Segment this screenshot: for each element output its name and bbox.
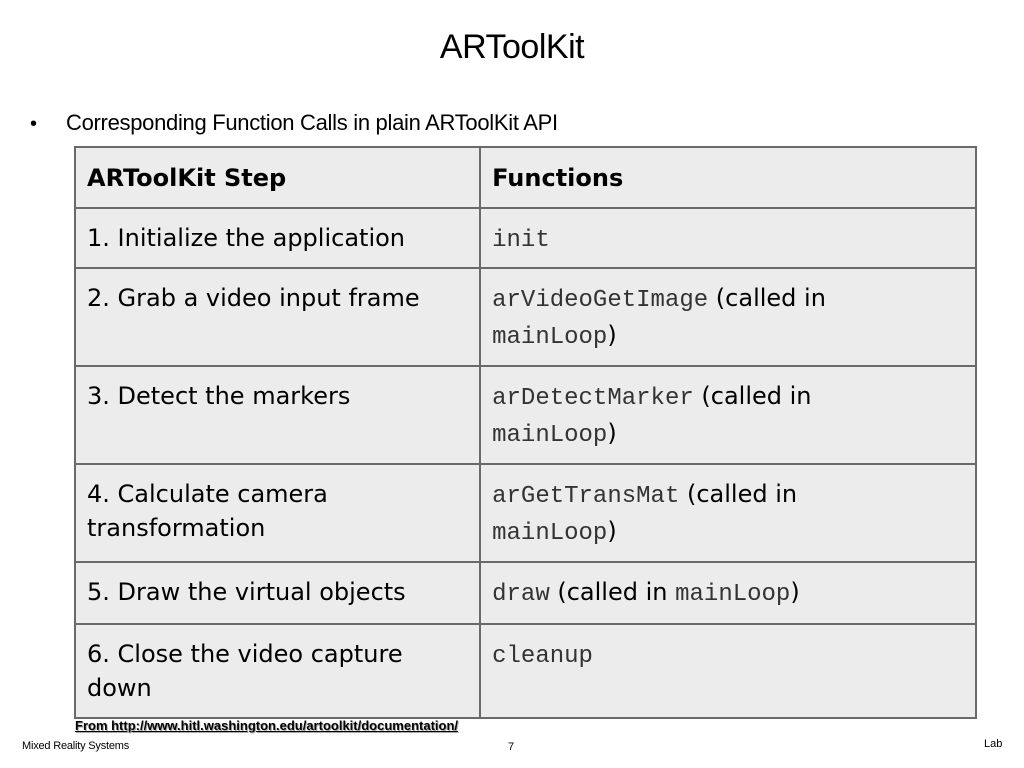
step-cell: 5. Draw the virtual objects (73, 561, 482, 625)
function-cell: draw (called in mainLoop) (479, 561, 977, 625)
step-cell: 3. Detect the markers (73, 365, 482, 465)
table-row: 5. Draw the virtual objects draw (called… (73, 561, 977, 625)
header-functions: Functions (479, 146, 977, 209)
bullet-item: • Corresponding Function Calls in plain A… (30, 110, 558, 136)
table-row: 2. Grab a video input frame arVideoGetIm… (73, 267, 977, 367)
function-cell: arDetectMarker (called in mainLoop) (479, 365, 977, 465)
called-in-text: (called in (557, 578, 668, 606)
table-row: 4. Calculate camera transformation arGet… (73, 463, 977, 563)
footer-lab: Lab (984, 738, 1003, 750)
footer-page-number: 7 (508, 741, 515, 753)
step-cell: 6. Close the video capture down (73, 623, 482, 719)
function-cell: arVideoGetImage (called in mainLoop) (479, 267, 977, 367)
function-name: draw (492, 581, 550, 608)
function-name: init (492, 227, 550, 254)
table-header-row: ARToolKit Step Functions (73, 146, 977, 209)
called-in-text: (called in (701, 382, 812, 410)
header-step: ARToolKit Step (73, 146, 482, 209)
step-cell: 4. Calculate camera transformation (73, 463, 482, 563)
function-name: arGetTransMat (492, 483, 680, 510)
function-calls-table: ARToolKit Step Functions 1. Initialize t… (73, 146, 977, 719)
loop-name: mainLoop (675, 581, 791, 608)
loop-name: mainLoop (492, 422, 608, 449)
table-row: 6. Close the video capture down cleanup (73, 623, 977, 719)
close-paren: ) (607, 321, 617, 349)
loop-name: mainLoop (492, 520, 608, 547)
bullet-dot-icon: • (30, 113, 37, 135)
function-name: arVideoGetImage (492, 287, 709, 314)
bullet-text: Corresponding Function Calls in plain AR… (66, 110, 558, 135)
step-cell: 2. Grab a video input frame (73, 267, 482, 367)
called-in-text: (called in (715, 284, 826, 312)
function-cell: arGetTransMat (called in mainLoop) (479, 463, 977, 563)
loop-name: mainLoop (492, 324, 608, 351)
function-name: arDetectMarker (492, 385, 694, 412)
slide-title: ARToolKit (439, 28, 585, 66)
called-in-text: (called in (686, 480, 798, 508)
footer-course-name: Mixed Reality Systems (22, 740, 130, 752)
function-cell: init (479, 207, 977, 269)
close-paren: ) (790, 578, 800, 606)
step-cell: 1. Initialize the application (73, 207, 482, 269)
function-name: cleanup (492, 643, 593, 670)
function-cell: cleanup (479, 623, 977, 719)
table-row: 3. Detect the markers arDetectMarker (ca… (73, 365, 977, 465)
close-paren: ) (607, 517, 617, 545)
source-link[interactable]: From http://www.hitl.washington.edu/arto… (75, 718, 458, 733)
table-row: 1. Initialize the application init (73, 207, 977, 269)
close-paren: ) (607, 419, 617, 447)
